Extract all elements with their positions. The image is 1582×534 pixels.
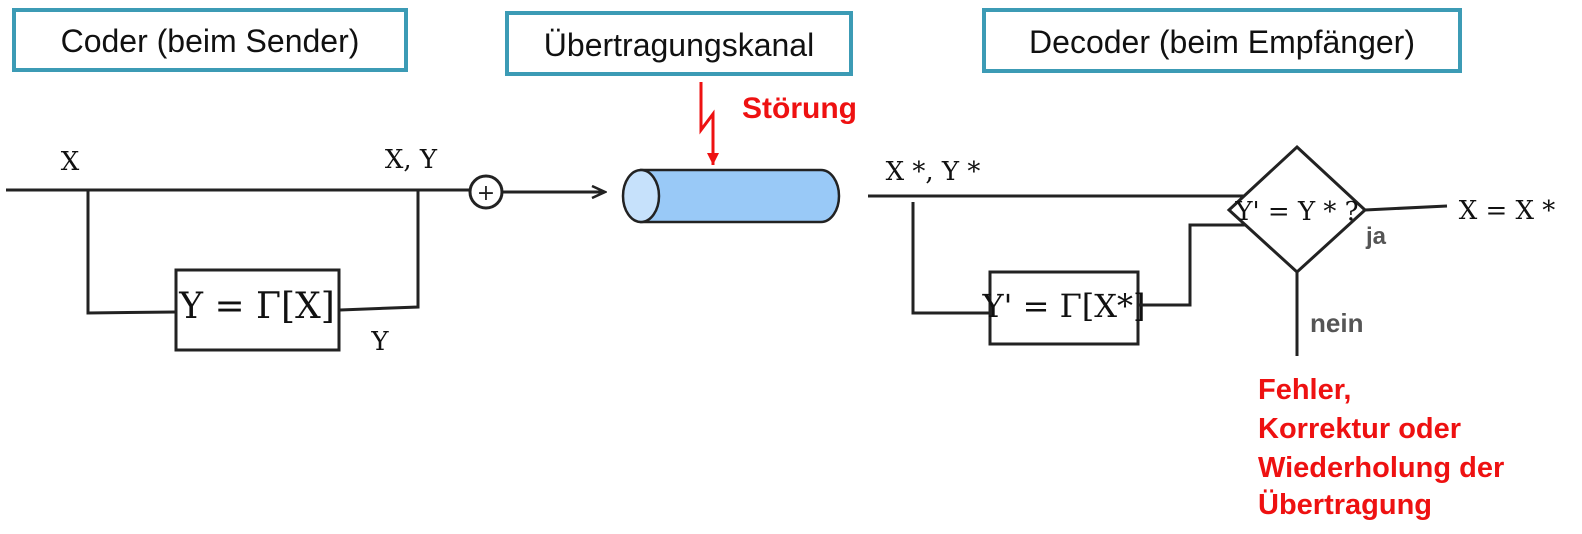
decoder-function-box bbox=[988, 270, 1140, 346]
decoder-block: Y' = Γ[X*] Y' = Y * ? X *, Y * X = X * j… bbox=[868, 144, 1556, 521]
coder-function-box bbox=[174, 268, 341, 352]
coder-function-label: Y = Γ[X] bbox=[178, 286, 335, 327]
coder-loop-in bbox=[86, 190, 177, 315]
noise-lightning-icon bbox=[699, 82, 719, 165]
adder-symbol: + bbox=[477, 181, 495, 206]
decision-label: Y' = Y * ? bbox=[1234, 197, 1358, 227]
error-handling-text: Fehler, Korrektur oder Wiederholung der … bbox=[1258, 374, 1504, 521]
decoder-result-label: X = X * bbox=[1459, 196, 1556, 226]
channel-header-label: Übertragungskanal bbox=[544, 27, 814, 63]
yes-label: ja bbox=[1365, 223, 1387, 250]
decoder-loop-out bbox=[1138, 223, 1250, 307]
decoder-header-label: Decoder (beim Empfänger) bbox=[1029, 24, 1415, 60]
yes-branch-line bbox=[1364, 204, 1448, 212]
error-line: Wiederholung der bbox=[1258, 452, 1504, 484]
coder-header: Coder (beim Sender) bbox=[12, 8, 408, 72]
channel-header: Übertragungskanal bbox=[505, 11, 853, 76]
decoder-header: Decoder (beim Empfänger) bbox=[982, 8, 1462, 73]
no-label: nein bbox=[1310, 308, 1363, 338]
coder-check-label: Y bbox=[370, 327, 389, 357]
coder-block: Y = Γ[X] X X, Y Y + bbox=[6, 145, 605, 357]
coder-output-label: X, Y bbox=[385, 145, 438, 175]
decoder-input-label: X *, Y * bbox=[886, 157, 981, 187]
error-line: Übertragung bbox=[1258, 488, 1432, 521]
error-line: Korrektur oder bbox=[1258, 413, 1461, 445]
noise-label: Störung bbox=[742, 92, 857, 125]
coder-header-label: Coder (beim Sender) bbox=[61, 23, 360, 59]
decoder-loop-in bbox=[911, 202, 990, 315]
channel-cylinder bbox=[621, 168, 841, 224]
coder-loop-out bbox=[339, 190, 420, 312]
coder-input-label: X bbox=[61, 147, 80, 177]
error-line: Fehler, bbox=[1258, 374, 1352, 406]
adder-icon: + bbox=[468, 174, 504, 210]
decoder-function-label: Y' = Γ[X*] bbox=[981, 287, 1145, 325]
